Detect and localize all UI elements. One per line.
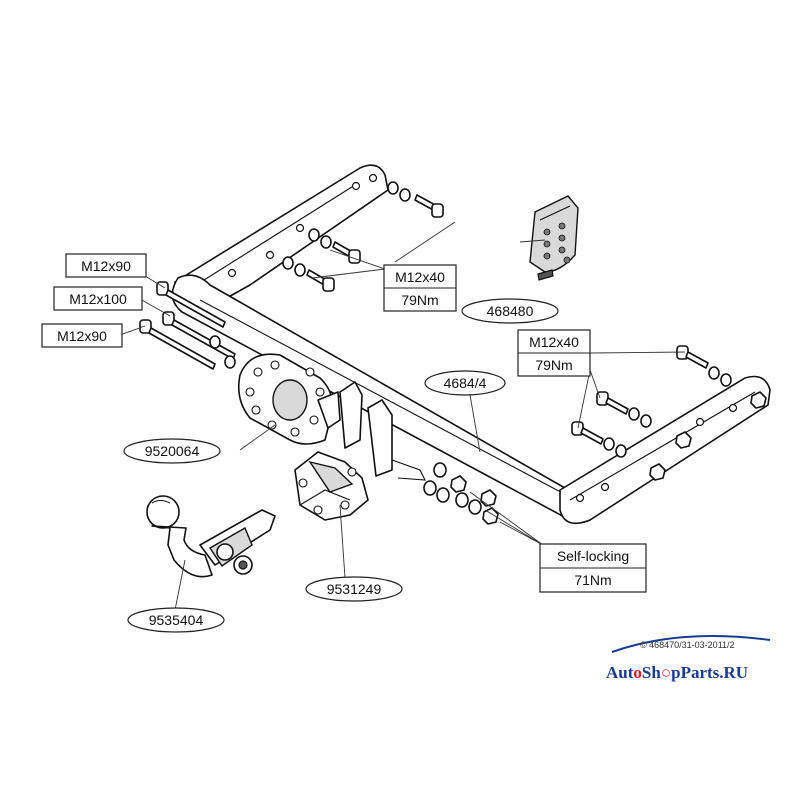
- svg-text:M12x90: M12x90: [57, 328, 107, 344]
- label-9520064: 9520064: [123, 438, 221, 464]
- bracket-468480: [529, 195, 579, 281]
- label-m12x90-bottom: M12x90: [41, 323, 123, 348]
- label-self-locking: Self-locking 71Nm: [539, 543, 647, 593]
- flange-9520064: [237, 353, 341, 445]
- label-468480: 468480: [461, 298, 559, 324]
- svg-text:79Nm: 79Nm: [401, 292, 438, 308]
- svg-text:468480: 468480: [487, 303, 534, 319]
- label-m12x40-left: M12x40 79Nm: [383, 264, 457, 312]
- svg-text:9520064: 9520064: [145, 443, 200, 459]
- leader-lines: [119, 221, 686, 611]
- brand-logo: AutoSh○pParts.RU: [606, 663, 748, 682]
- svg-text:79Nm: 79Nm: [535, 357, 572, 373]
- upper-bolts-group: [282, 181, 444, 292]
- svg-text:71Nm: 71Nm: [574, 572, 611, 588]
- label-9531249: 9531249: [305, 576, 403, 602]
- svg-text:4684/4: 4684/4: [444, 375, 487, 391]
- socket-plate-9531249: [294, 451, 369, 521]
- svg-text:9535404: 9535404: [149, 612, 204, 628]
- svg-text:Self-locking: Self-locking: [557, 548, 629, 564]
- svg-text:M12x40: M12x40: [529, 334, 579, 350]
- towball-9535404: [146, 495, 276, 578]
- label-m12x40-right: M12x40 79Nm: [517, 329, 591, 377]
- svg-text:9531249: 9531249: [327, 581, 382, 597]
- svg-text:M12x100: M12x100: [69, 291, 127, 307]
- label-m12x90-top: M12x90: [65, 253, 147, 278]
- crossbar-4684-4: [171, 164, 771, 525]
- copyright-text: © 468470/31-03-2011/2: [640, 640, 735, 650]
- svg-text:M12x40: M12x40: [395, 269, 445, 285]
- self-locking-nuts: [423, 462, 499, 525]
- brand-swoosh: [611, 635, 771, 653]
- label-4684-4: 4684/4: [424, 370, 506, 396]
- right-bolts-group: [571, 345, 732, 458]
- svg-text:M12x90: M12x90: [81, 258, 131, 274]
- label-m12x100: M12x100: [53, 286, 143, 311]
- label-9535404: 9535404: [127, 607, 225, 633]
